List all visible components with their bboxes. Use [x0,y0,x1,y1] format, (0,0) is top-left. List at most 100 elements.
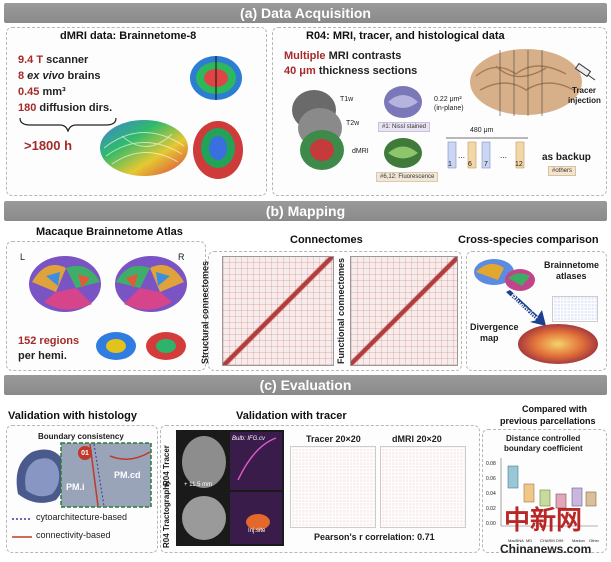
atlas-bottom-views-icon [96,332,186,360]
brace-icon [19,117,117,132]
slice-7: 7 [484,161,488,168]
slice-1: 1 [448,161,452,168]
dmri-matrix-title: dMRI 20×20 [392,434,442,444]
ytick-0: 0.08 [486,461,496,467]
section-slices-icon: … … [446,137,528,169]
nissl-tag: #1: Nissl stained [378,122,431,132]
functional-label: Functional connectomes [336,257,346,364]
resolution-note: (in-plane) [434,105,464,112]
slice-12: 12 [515,161,523,168]
blueprint-matrix [552,296,598,322]
divergence-label: Divergence [470,322,519,332]
left-hemi-label: L [20,252,26,262]
section-title-b: (b) Mapping [265,203,346,219]
dmri-line-voxel: 0.45 mm³ [18,86,66,98]
label-t1w: T1w [340,96,354,103]
label-dmri: dMRI [352,148,369,155]
r04-title: R04: MRI, tracer, and histological data [306,30,505,42]
functional-connectome-matrix [350,256,458,366]
divergence-map-icon [518,324,598,364]
histology-section-icon [16,449,66,503]
coef-title-2: boundary coefficient [504,444,583,453]
svg-text:…: … [500,152,507,160]
seed-label: Bulb: IFG.cv [232,436,266,442]
brain-top-view-icon [190,56,242,100]
fluorescence-section-icon [384,138,422,168]
blueprint-arrow-icon [506,290,546,326]
regions-per-hemi: per hemi. [18,350,67,362]
xcat-2: CHARM [540,538,555,543]
cyto-legend-label: cytoarchitecture-based [36,512,128,522]
dmri-line-brains: 8 ex vivo brains [18,70,101,82]
atlas-left-hemisphere-icon [29,256,101,312]
cyto-legend-line-icon [12,518,32,520]
coef-title-1: Distance controlled [506,434,581,443]
ytick-2: 0.04 [486,491,496,497]
boundary-zoom-icon [60,442,152,508]
pm-i-label: PM.i [66,482,85,492]
injection-label: injection [568,96,601,105]
backup-label: as backup [542,152,591,163]
watermark-site: Chinanews.com [500,542,592,556]
atlases-label: atlases [556,271,587,281]
others-tag: #others [548,166,577,176]
brainnetome-label: Brainnetome [544,260,600,270]
connectome-title: Connectomes [290,234,363,246]
dmri-matrix [380,446,466,528]
tractography-brain-icon [100,120,188,176]
resolution-label: 0.22 μm² [434,96,462,103]
boundary-label: Boundary consistency [38,432,124,441]
slice-6: 6 [468,161,472,168]
structural-connectome-matrix [222,256,334,366]
compare-title-2: previous parcellations [500,416,596,426]
ytick-4: 0.00 [486,521,496,527]
depth-label: + 11.5 mm [184,482,213,488]
syringe-icon [574,62,596,81]
xcat-5: Other [589,538,600,543]
section-banner-c: (c) Evaluation [4,375,607,395]
tracer-label: Tracer [572,86,597,95]
watermark-chinese: 中新网 [504,505,583,535]
macaque-brain-icon [470,49,582,116]
section-title-c: (c) Evaluation [259,377,352,393]
section-span-label: 480 μm [470,127,494,134]
pm-cd-label: PM.cd [114,470,141,480]
conn-legend-line-icon [12,536,32,538]
tracer-mri-panels-icon [182,432,282,544]
histology-title: Validation with histology [8,410,137,422]
tracer-validation-title: Validation with tracer [236,410,347,422]
compare-title-1: Compared with [522,404,588,414]
cross-species-title: Cross-species comparison [458,234,599,246]
inject-label: Inj.site [248,528,266,534]
brain-coronal-icon [193,121,243,179]
section-title-a: (a) Data Acquisition [240,5,371,21]
r04-tracto-label: R04 Tractography [162,480,171,548]
xcat-0: MacBNA [508,538,524,543]
mri-stack-icon [292,90,344,170]
dmri-total-hours: >1800 h [24,138,73,153]
xcat-4: Markov [572,538,586,543]
dmri-line-dirs: 180 diffusion dirs. [18,102,113,114]
map-label: map [480,333,499,343]
dmri-line-scanner: 9.4 T scanner [18,54,89,66]
tracer-matrix [290,446,376,528]
ytick-1: 0.06 [486,476,496,482]
structural-label: Structural connectomes [200,260,210,364]
section-banner-b: (b) Mapping [4,201,607,221]
regions-count: 152 regions [18,335,80,347]
xcat-3: D99 [556,538,564,543]
boundary-badge: 01 [78,446,92,460]
ytick-3: 0.02 [486,506,496,512]
nissl-section-icon [384,86,422,118]
atlas-title: Macaque Brainnetome Atlas [36,226,183,238]
dmri-title: dMRI data: Brainnetome-8 [60,30,197,42]
atlas-right-hemisphere-icon [115,256,187,312]
r04-thickness-line: 40 μm thickness sections [284,65,418,77]
right-hemi-label: R [178,252,185,262]
pearson-label: Pearson's r correlation: 0.71 [314,532,435,542]
tracer-matrix-title: Tracer 20×20 [306,434,361,444]
r04-mri-line: Multiple MRI contrasts [284,50,402,62]
fluorescence-tag: #6,12: Fluorescence [376,172,439,182]
section-banner-a: (a) Data Acquisition [4,3,607,23]
conn-legend-label: connectivity-based [36,530,111,540]
